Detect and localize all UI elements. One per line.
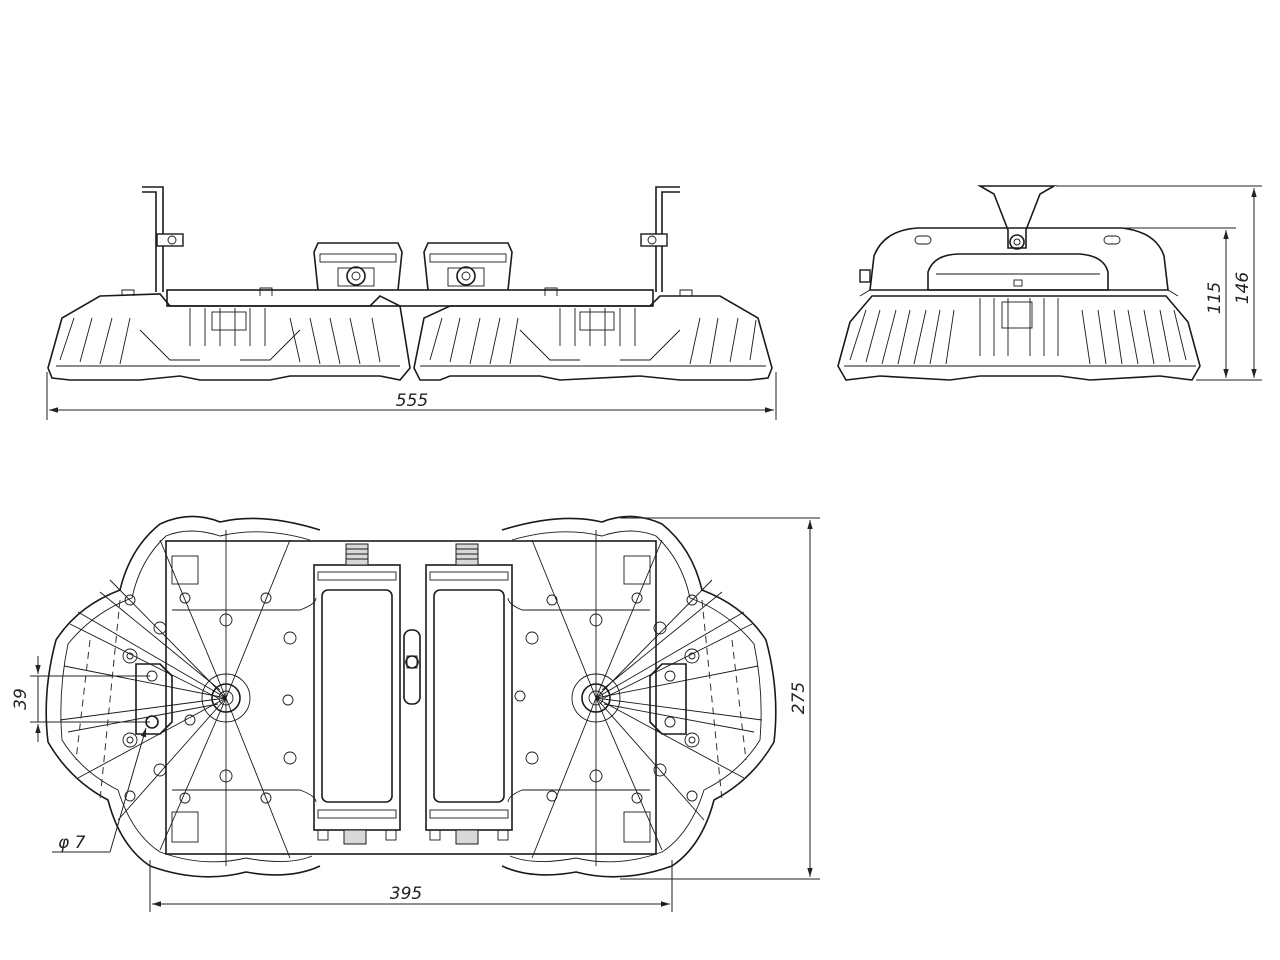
hanger-bracket: [976, 185, 1058, 249]
plan-heatsink-left: [45, 515, 321, 878]
dimension-label-hole-diameter: φ 7: [58, 833, 86, 853]
driver-box-right: [423, 242, 513, 291]
heatsink-module-right: [413, 287, 773, 381]
dimension-label-overall-length: 555: [396, 391, 428, 411]
heatsink-side: [837, 295, 1201, 381]
plan-driver-box-right: [425, 543, 513, 845]
mounting-bracket-right: [640, 186, 680, 292]
dimension-395: 395: [149, 860, 673, 912]
crossbar-beam: [166, 289, 654, 307]
dimension-146: 146: [1056, 185, 1262, 378]
dimension-555: 555: [46, 372, 777, 420]
driver-box-left: [313, 242, 403, 291]
dimension-label-total-height: 146: [1233, 272, 1253, 305]
driver-housing: [869, 227, 1169, 291]
front-view: 555: [46, 186, 777, 420]
plan-frame: [135, 540, 687, 855]
dimension-115: 115: [1124, 227, 1262, 381]
mounting-bracket-left: [142, 186, 184, 292]
side-view: 115 146: [837, 185, 1262, 381]
heatsink-module-left: [47, 287, 411, 381]
dimension-hole-diameter: φ 7: [52, 727, 147, 853]
dimension-label-hole-spacing: 39: [11, 688, 31, 710]
dimension-39: 39: [11, 656, 150, 742]
plan-driver-box-left: [313, 543, 401, 845]
dimension-275: 275: [620, 517, 820, 880]
plan-view: 39 φ 7 395 275: [11, 515, 820, 912]
dimension-label-plan-width: 275: [789, 682, 809, 714]
plan-heatsink-right: [501, 515, 777, 878]
dimension-label-housing-height: 115: [1205, 282, 1225, 314]
dimension-label-plan-length: 395: [390, 884, 422, 904]
